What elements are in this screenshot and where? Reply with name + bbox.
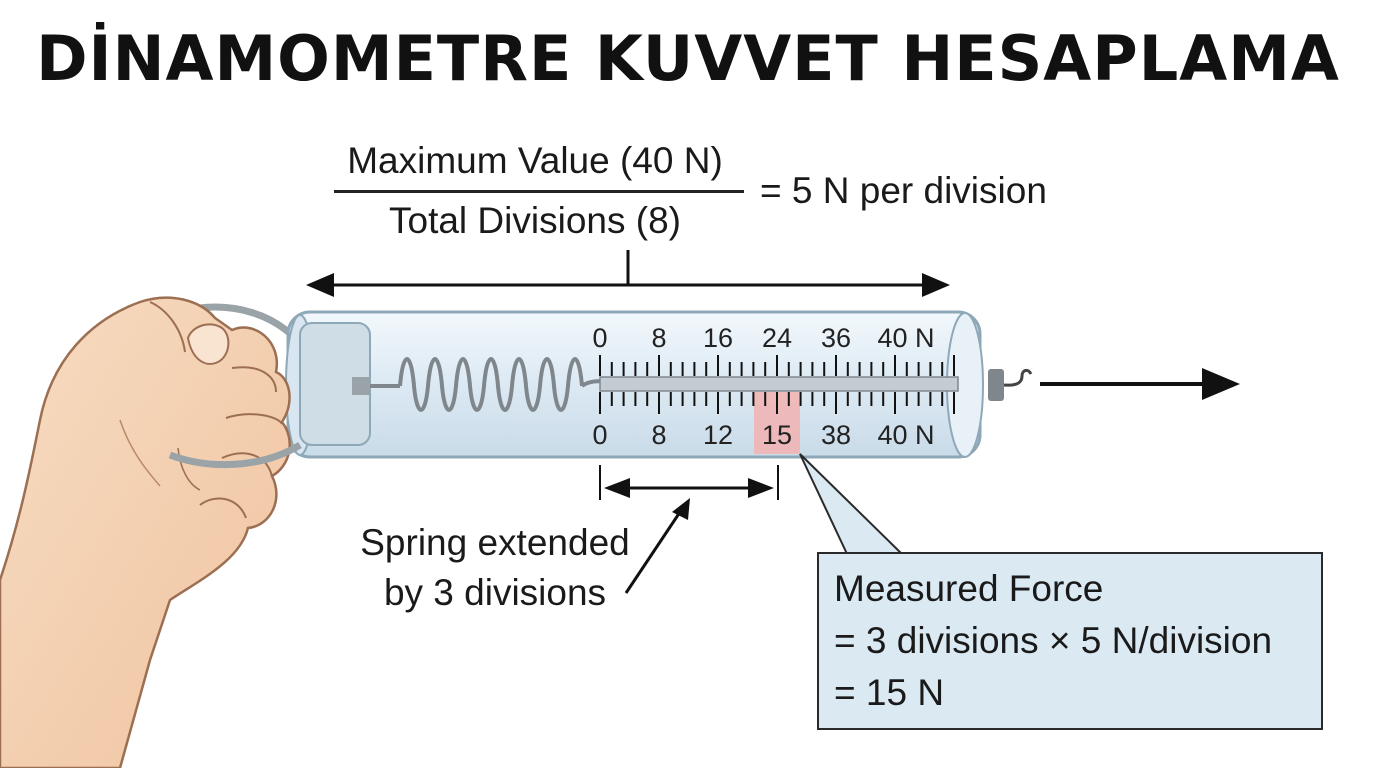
formula-denominator: Total Divisions (8) [389,200,681,241]
top-label-1: 8 [651,323,666,353]
measured-force-callout [817,552,1323,730]
formula-numerator: Maximum Value (40 N) [347,140,723,181]
spring-caption-line1: Spring extended [360,522,630,563]
bottom-label-5: 40 N [877,420,934,450]
indicator-rod [599,376,959,392]
spring-caption-line2: by 3 divisions [383,572,607,613]
caption-pointer [624,498,690,594]
ring-front [168,441,302,469]
callout-line1: Measured Force [834,568,1104,609]
top-label-2: 16 [703,323,733,353]
page-title: DİNAMOMETRE KUVVET HESAPLAMA [36,22,1340,95]
bottom-label-1: 8 [651,420,666,450]
top-label-3: 24 [762,323,792,353]
top-label-5: 40 N [877,323,934,353]
bottom-label-4: 38 [821,420,851,450]
top-label-4: 36 [821,323,851,353]
top-label-0: 0 [592,323,607,353]
callout-line3: = 15 N [834,672,945,713]
hand-illustration [0,296,291,768]
pull-arrow [1040,368,1240,400]
formula-result: = 5 N per division [760,170,1047,211]
scale-ticks [599,355,955,414]
span-arrow [306,250,950,297]
fraction-bar [334,190,744,193]
bottom-label-2: 12 [703,420,733,450]
callout-tail [799,453,907,557]
callout-line2: = 3 divisions × 5 N/division [834,620,1273,661]
bottom-label-3: 15 [762,420,792,450]
bottom-label-0: 0 [592,420,607,450]
extension-arrow [599,465,779,500]
end-hook [988,368,1033,401]
